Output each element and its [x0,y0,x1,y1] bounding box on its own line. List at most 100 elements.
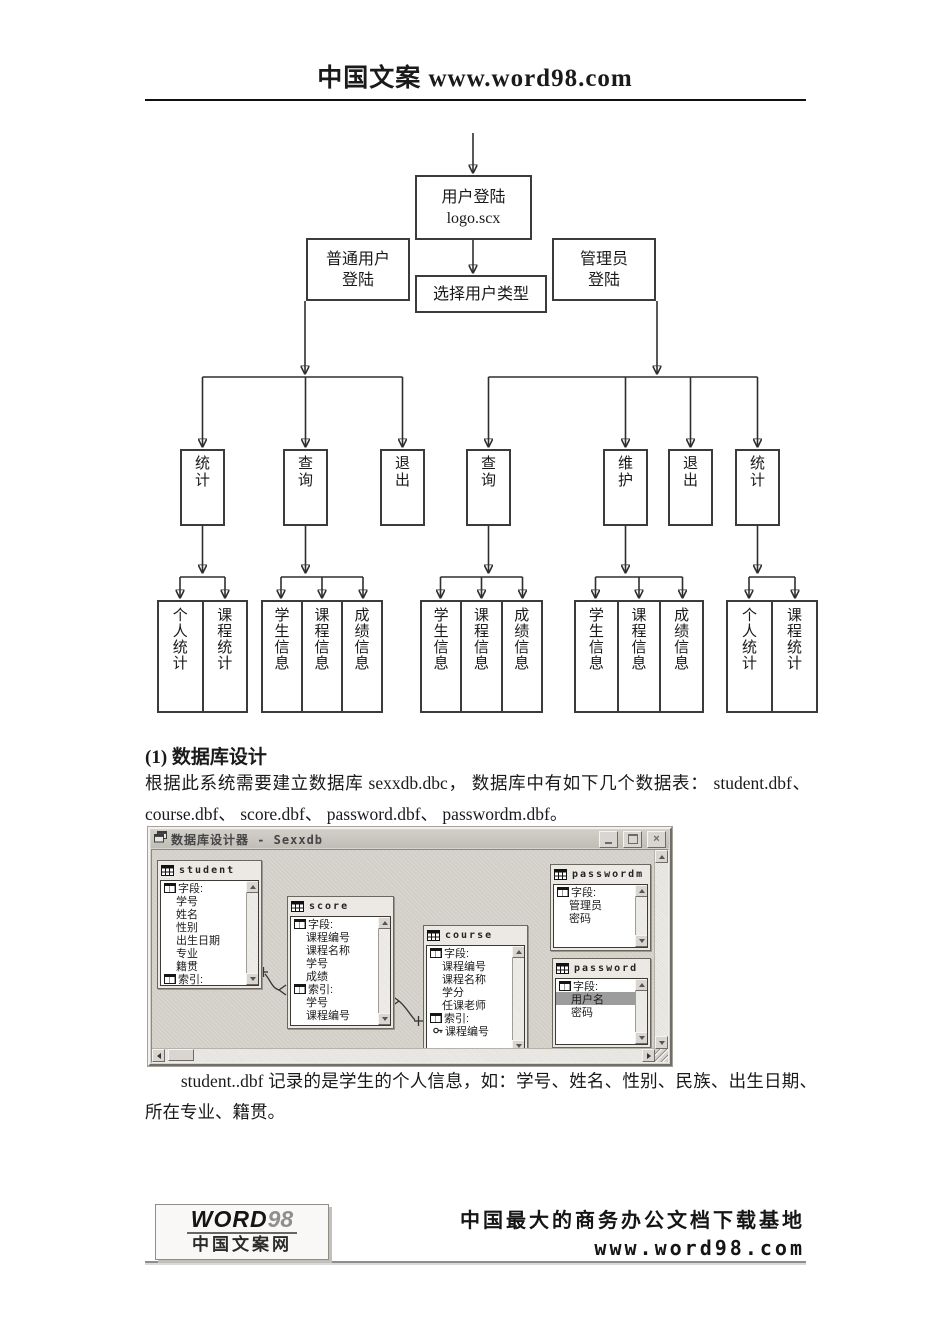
scroll-up-button[interactable] [655,850,668,863]
field-row-selected[interactable]: 用户名 [556,992,635,1006]
scroll-down-button[interactable] [246,973,258,985]
table-panel-course[interactable]: course 字段: 课程编号 课程名称 学分 任课老师 索引: [423,925,528,1056]
index-row[interactable]: 学号 [291,995,378,1009]
field-row[interactable]: 姓名 [161,907,246,921]
fields-section-row: 字段: [554,885,635,899]
table-panel-passwordm[interactable]: passwordm 字段: 管理员 密码 [550,864,651,951]
table-panel-password[interactable]: password 字段: 用户名 密码 [552,958,651,1048]
field-row[interactable]: 学分 [427,985,512,999]
table-field-list: 字段: 课程编号 课程名称 学分 任课老师 索引: 课程编号 [426,945,525,1053]
triangle-up-icon [638,886,645,893]
panel-scrollbar[interactable] [635,979,647,1044]
leaf-label: 课程统计 [217,608,233,672]
scroll-up-button[interactable] [246,881,258,893]
login-screen-name: logo.scx [446,209,501,227]
scroll-up-button[interactable] [512,946,524,958]
field-row[interactable]: 密码 [556,1005,635,1019]
scroll-down-button[interactable] [655,1036,668,1049]
scroll-right-button[interactable] [642,1049,655,1062]
horizontal-scrollbar[interactable] [152,1048,655,1062]
table-panel-header[interactable]: passwordm [551,865,650,883]
field-row[interactable]: 管理员 [554,898,635,912]
node-label: 退出 [682,456,698,489]
scroll-up-button[interactable] [635,885,647,897]
panel-scrollbar[interactable] [246,881,258,985]
index-label: 索引: [308,983,334,996]
node-label: 统计 [749,456,765,489]
node-label: 统计 [194,456,210,489]
fields-label: 字段: [444,947,470,960]
document-header: 中国文案 www.word98.com [145,58,805,94]
flowchart-leaf-group-4: 学生信息 课程信息 成绩信息 [574,600,704,713]
resize-grip[interactable] [655,1049,668,1062]
index-row[interactable]: 学号 [161,985,246,986]
field-name: 课程名称 [306,944,350,957]
node-label: 维护 [617,456,633,489]
leaf-cell: 学生信息 [576,602,617,711]
table-panel-header[interactable]: course [424,926,527,944]
field-row[interactable]: 出生日期 [161,933,246,947]
field-row[interactable]: 学号 [291,956,378,970]
field-row[interactable]: 课程名称 [427,972,512,986]
vertical-scrollbar[interactable] [654,850,668,1049]
field-row[interactable]: 籍贯 [161,959,246,973]
page-title: 中国文案 www.word98.com [317,65,633,92]
fields-section-row: 字段: [556,979,635,993]
scroll-down-button[interactable] [635,1032,647,1044]
leaf-label: 成绩信息 [674,608,690,672]
leaf-cell: 课程统计 [771,602,816,711]
field-row[interactable]: 学号 [161,894,246,908]
scroll-down-button[interactable] [378,1013,390,1025]
field-name: 成绩 [306,970,328,983]
minimize-button[interactable] [599,830,618,848]
maximize-button[interactable] [623,830,642,848]
table-panel-student[interactable]: student 字段: 学号 姓名 性别 出生日期 专业 籍贯 索引: [157,860,262,989]
flowchart-leaf-group-1: 个人统计 课程统计 [157,600,248,713]
leaf-label: 学生信息 [433,608,449,672]
designer-canvas: student 字段: 学号 姓名 性别 出生日期 专业 籍贯 索引: [151,849,669,1063]
scroll-up-button[interactable] [635,979,647,991]
field-row[interactable]: 课程编号 [427,959,512,973]
index-name: 课程编号 [445,1025,489,1038]
field-row[interactable]: 任课老师 [427,998,512,1012]
scrollbar-thumb[interactable] [168,1049,194,1061]
table-panel-header[interactable]: student [158,861,261,879]
index-row[interactable]: 课程编号 [427,1024,512,1038]
field-row[interactable]: 专业 [161,946,246,960]
logo-word-text: WORD [190,1206,268,1232]
index-row[interactable]: 课程编号 [291,1008,378,1022]
triangle-down-icon [658,1040,665,1048]
triangle-right-icon [646,1052,654,1059]
panel-scrollbar[interactable] [512,946,524,1052]
leaf-cell: 学生信息 [263,602,301,711]
scroll-up-button[interactable] [378,917,390,929]
triangle-down-icon [381,1017,388,1024]
footer-text: 中国最大的商务办公文档下载基地 www.word98.com [460,1208,805,1261]
index-icon [164,973,176,984]
field-row[interactable]: 密码 [554,911,635,925]
field-row[interactable]: 课程编号 [291,930,378,944]
index-section-row: 索引: [291,982,378,996]
table-field-list: 字段: 用户名 密码 [555,978,648,1045]
panel-scrollbar[interactable] [635,885,647,947]
index-label: 索引: [444,1012,470,1025]
scroll-down-button[interactable] [635,935,647,947]
field-row[interactable]: 性别 [161,920,246,934]
leaf-label: 成绩信息 [514,608,530,672]
fields-icon [430,947,442,958]
close-button[interactable]: × [647,830,666,848]
table-panel-score[interactable]: score 字段: 课程编号 课程名称 学号 成绩 索引: 学号 课程编号 [287,896,394,1029]
field-name: 专业 [176,947,198,960]
scroll-left-button[interactable] [152,1049,165,1062]
field-row[interactable]: 课程名称 [291,943,378,957]
flowchart-node-admin: 管理员 登陆 [552,238,656,301]
panel-scrollbar[interactable] [378,917,390,1025]
leaf-label: 个人统计 [741,608,757,672]
leaf-cell: 课程信息 [616,602,660,711]
index-section-row: 索引: [161,972,246,985]
fields-label: 字段: [178,882,204,895]
table-panel-header[interactable]: password [553,959,650,977]
field-row[interactable]: 成绩 [291,969,378,983]
table-panel-header[interactable]: score [288,897,393,915]
window-titlebar[interactable]: 数据库设计器 - Sexxdb × [151,830,669,848]
